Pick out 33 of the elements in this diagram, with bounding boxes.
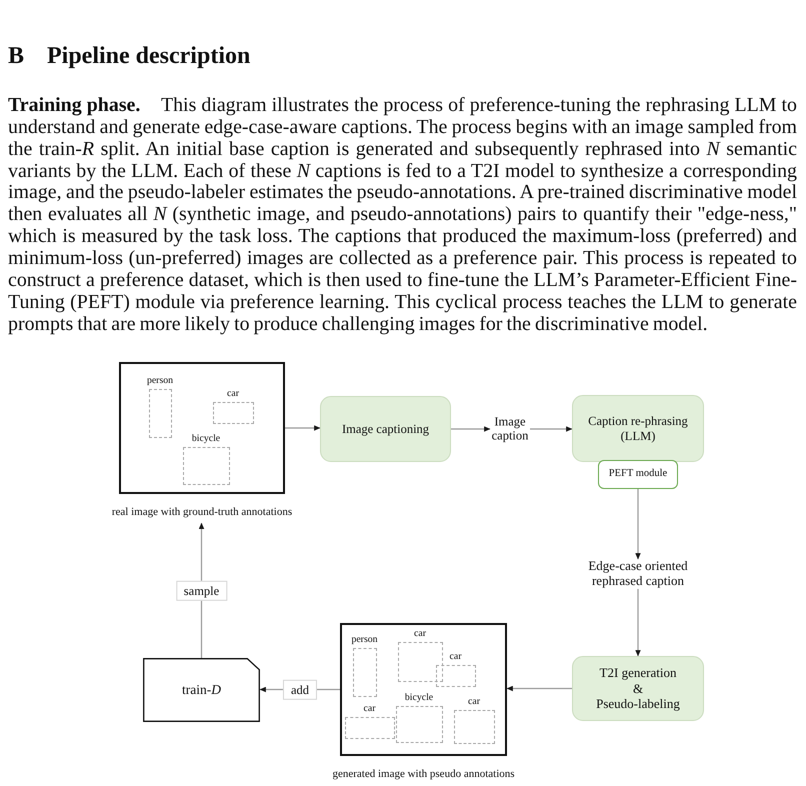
flow-text: Edge-case oriented rephrased caption	[587, 559, 689, 589]
object-label: car	[414, 629, 426, 640]
object-label: person	[351, 635, 378, 646]
object-label: car	[227, 389, 239, 400]
arrow	[285, 425, 320, 431]
section-number: B	[8, 43, 24, 70]
arrow	[635, 588, 641, 656]
process-label: T2I generation & Pseudo-labeling	[595, 665, 681, 712]
object-label: bicycle	[404, 693, 434, 704]
edge-label: add	[282, 679, 318, 700]
module-box	[598, 460, 678, 489]
arrow	[506, 686, 572, 692]
module-label: PEFT module	[608, 468, 668, 481]
section-title: Pipeline description	[47, 43, 250, 70]
object-label: car	[450, 652, 462, 662]
process-label: Image captioning	[342, 422, 430, 436]
process-box	[572, 656, 704, 721]
process-box	[572, 395, 704, 462]
process-box	[320, 396, 451, 462]
arrow	[451, 426, 490, 432]
object-label: person	[146, 376, 174, 386]
process-label: Caption re-phrasing (LLM)	[587, 414, 689, 444]
edge-label: sample	[176, 580, 228, 601]
body-paragraph: Training phase. This diagram illustrates the process of preference-tuning the rephrasing LLM to understand and generate edge-case-aware captions. The process begins with an image sampled from the train-R split. An initial base caption is generated and subsequently rephrased into N semantic variants by the LLM. Each of these N captions is fed to a T2I model to synthesize a corresponding image, and the pseudo-labeler estimates the pseudo-annotations. A pre-trained discriminative model then evaluates all N (synthetic image, and pseudo-annotations) pairs to quantify their "edge-ness," which is measured by the task loss. The captions that produced the maximum-loss (preferred) and minimum-loss (un-preferred) images are collected as a preference pair. This process is repeated to construct a preference dataset, which is then used to fine-tune the LLM’s Parameter-Efficient Fine-Tuning (PEFT) module via preference learning. This cyclical process teaches the LLM to generate prompts that are more likely to produce challenging images for the discriminative model.	[8, 95, 797, 336]
image-caption: generated image with pseudo annotations	[332, 768, 515, 780]
image-caption: real image with ground-truth annotations	[112, 506, 292, 518]
flow-text: Image caption	[490, 414, 530, 444]
object-label: bicycle	[192, 434, 220, 444]
document-label: train-D	[182, 682, 221, 698]
arrow	[530, 426, 572, 432]
object-label: car	[468, 697, 480, 708]
arrow	[635, 489, 641, 560]
object-label: car	[364, 704, 376, 714]
